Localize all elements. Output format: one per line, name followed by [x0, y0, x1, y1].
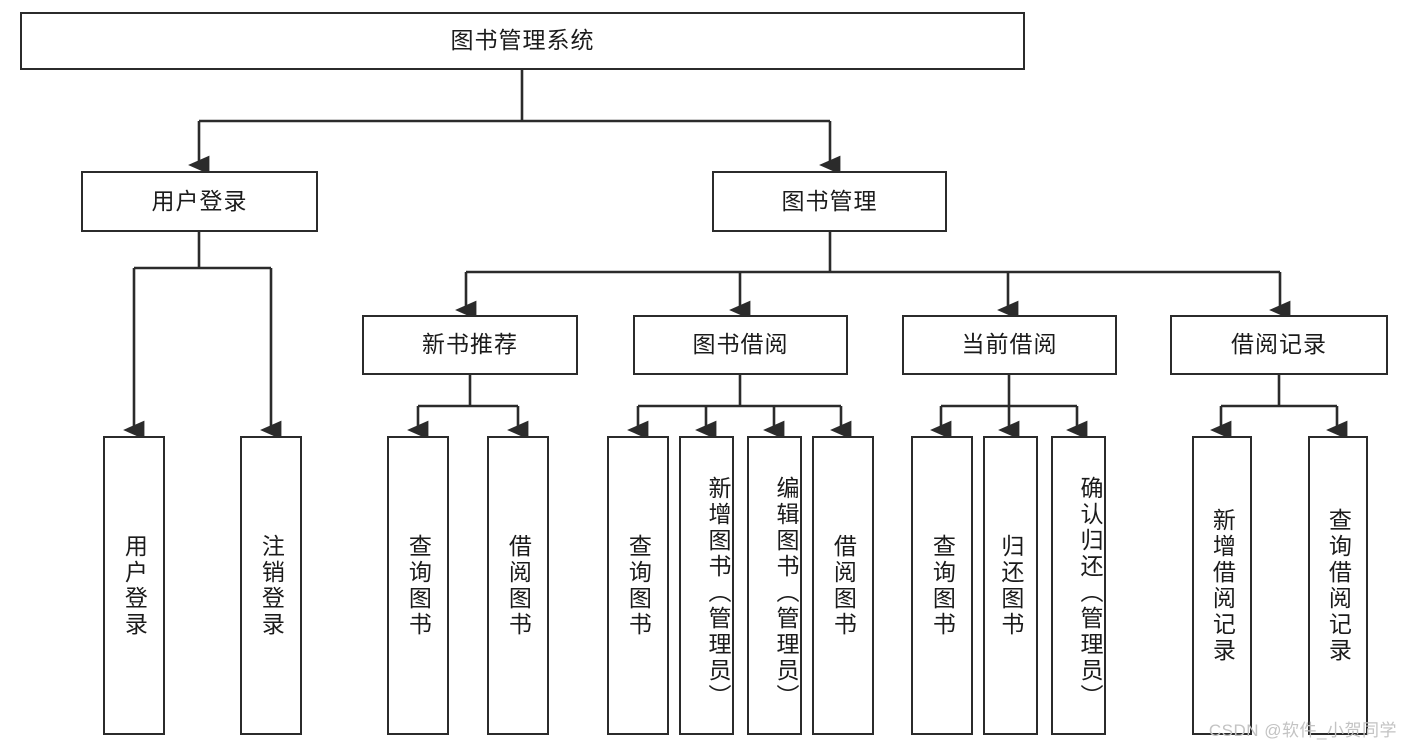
leaf-return-book[interactable]: 归还图书 [983, 436, 1038, 735]
leaf-query-book-current[interactable]: 查询图书 [911, 436, 973, 735]
leaf-query-book-recommend[interactable]: 查询图书 [387, 436, 449, 735]
leaf-query-borrow-record[interactable]: 查询借阅记录 [1308, 436, 1368, 735]
leaf-confirm-return-admin[interactable]: 确认归还（管理员） [1051, 436, 1106, 735]
node-book-borrow[interactable]: 图书借阅 [633, 315, 848, 375]
leaf-user-login[interactable]: 用户登录 [103, 436, 165, 735]
node-borrow-record[interactable]: 借阅记录 [1170, 315, 1388, 375]
leaf-logout-login[interactable]: 注销登录 [240, 436, 302, 735]
leaf-add-book-admin[interactable]: 新增图书（管理员） [679, 436, 734, 735]
leaf-add-borrow-record[interactable]: 新增借阅记录 [1192, 436, 1252, 735]
leaf-borrow-book-recommend[interactable]: 借阅图书 [487, 436, 549, 735]
node-book-management[interactable]: 图书管理 [712, 171, 947, 232]
node-current-borrow[interactable]: 当前借阅 [902, 315, 1117, 375]
node-root-book-management-system[interactable]: 图书管理系统 [20, 12, 1025, 70]
leaf-query-book-borrow[interactable]: 查询图书 [607, 436, 669, 735]
node-new-book-recommend[interactable]: 新书推荐 [362, 315, 578, 375]
leaf-edit-book-admin[interactable]: 编辑图书（管理员） [747, 436, 802, 735]
leaf-borrow-book-borrow[interactable]: 借阅图书 [812, 436, 874, 735]
node-user-login[interactable]: 用户登录 [81, 171, 318, 232]
